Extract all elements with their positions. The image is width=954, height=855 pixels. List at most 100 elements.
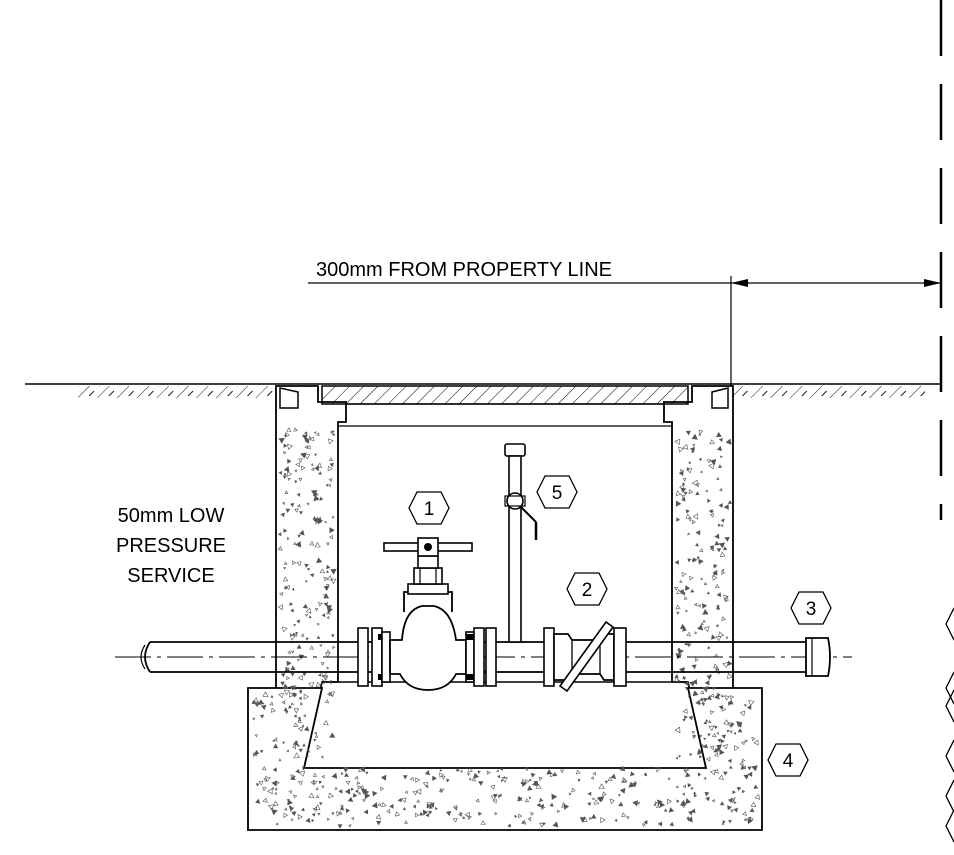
concrete-speckle <box>252 750 258 757</box>
concrete-speckle <box>324 520 328 524</box>
concrete-speckle <box>715 635 722 642</box>
concrete-speckle <box>291 587 295 591</box>
concrete-speckle <box>380 774 387 781</box>
concrete-speckle <box>323 585 330 592</box>
concrete-speckle <box>282 683 289 690</box>
concrete-speckle <box>286 536 290 541</box>
concrete-speckle <box>379 787 384 792</box>
concrete-speckle <box>477 770 481 774</box>
concrete-speckle <box>328 534 333 540</box>
concrete-speckle <box>728 820 732 824</box>
concrete-speckle <box>675 785 679 789</box>
concrete-speckle <box>718 774 724 780</box>
concrete-speckle <box>706 591 710 595</box>
concrete-speckle <box>329 462 335 468</box>
concrete-speckle <box>271 780 278 787</box>
concrete-speckle <box>527 785 533 791</box>
concrete-speckle <box>716 731 720 735</box>
concrete-speckle <box>304 431 308 435</box>
concrete-speckle <box>428 810 433 815</box>
concrete-speckle <box>300 633 305 637</box>
concrete-speckle <box>328 692 334 697</box>
concrete-speckle <box>700 622 704 626</box>
concrete-speckle <box>677 678 681 683</box>
concrete-speckle <box>343 767 350 773</box>
concrete-speckle <box>681 497 686 502</box>
concrete-speckle <box>571 787 576 793</box>
concrete-speckle <box>704 791 710 797</box>
concrete-speckle <box>709 546 715 552</box>
concrete-speckle <box>715 431 722 438</box>
concrete-speckle <box>683 769 688 774</box>
concrete-speckle <box>685 798 692 805</box>
concrete-speckle <box>718 464 723 468</box>
callout-1: 1 <box>408 491 450 525</box>
concrete-speckle <box>283 807 288 811</box>
concrete-speckle <box>682 784 686 789</box>
concrete-speckle <box>730 797 736 802</box>
concrete-speckle <box>568 792 572 796</box>
concrete-speckle <box>344 772 349 777</box>
concrete-speckle <box>455 767 460 772</box>
concrete-speckle <box>718 503 723 508</box>
concrete-speckle <box>309 540 315 546</box>
concrete-speckle <box>679 799 687 806</box>
concrete-speckle <box>691 519 696 525</box>
concrete-speckle <box>609 798 615 805</box>
concrete-speckle <box>695 491 700 496</box>
concrete-speckle <box>695 542 699 547</box>
concrete-speckle <box>723 594 729 601</box>
riser-pipe-with-valve <box>504 443 538 643</box>
concrete-speckle <box>681 792 685 796</box>
concrete-speckle <box>722 744 728 750</box>
concrete-speckle <box>657 821 662 827</box>
concrete-speckle <box>682 675 686 679</box>
concrete-speckle <box>293 427 298 432</box>
concrete-speckle <box>736 721 743 728</box>
concrete-speckle <box>530 772 536 778</box>
concrete-speckle <box>386 808 391 814</box>
concrete-speckle <box>356 780 361 785</box>
concrete-speckle <box>720 524 724 528</box>
concrete-speckle <box>692 690 699 697</box>
concrete-speckle <box>306 502 310 506</box>
concrete-speckle <box>340 804 344 808</box>
concrete-speckle <box>700 690 705 695</box>
concrete-speckle <box>730 695 735 700</box>
concrete-speckle <box>311 819 315 823</box>
concrete-speckle <box>315 794 320 799</box>
concrete-speckle <box>429 802 435 808</box>
concrete-speckle <box>283 567 287 570</box>
concrete-speckle <box>324 652 331 658</box>
concrete-speckle <box>339 806 345 811</box>
concrete-speckle <box>354 775 359 780</box>
concrete-speckle <box>751 736 756 742</box>
concrete-speckle <box>272 767 277 772</box>
concrete-speckle <box>452 805 458 810</box>
concrete-speckle <box>297 674 303 681</box>
concrete-speckle <box>723 504 729 510</box>
concrete-speckle <box>712 575 718 581</box>
concrete-speckle <box>704 680 710 686</box>
callout-2-number: 2 <box>582 580 593 601</box>
concrete-speckle <box>305 637 309 641</box>
concrete-speckle <box>404 820 408 824</box>
concrete-speckle <box>688 694 692 698</box>
concrete-speckle <box>432 775 437 782</box>
concrete-speckle <box>711 634 717 640</box>
concrete-speckle <box>453 806 458 811</box>
concrete-speckle <box>425 812 430 818</box>
callout-2: 2 <box>566 572 608 606</box>
concrete-speckle <box>703 720 708 725</box>
concrete-speckle <box>317 673 322 677</box>
concrete-speckle <box>709 710 715 715</box>
concrete-speckle <box>334 786 338 790</box>
concrete-speckle <box>486 770 491 775</box>
concrete-speckle <box>681 494 686 499</box>
gate-valve <box>357 537 497 691</box>
concrete-speckle <box>702 686 709 693</box>
concrete-speckle <box>280 681 285 686</box>
concrete-speckle <box>301 724 305 728</box>
concrete-speckle <box>281 700 286 705</box>
concrete-speckle <box>696 555 701 560</box>
